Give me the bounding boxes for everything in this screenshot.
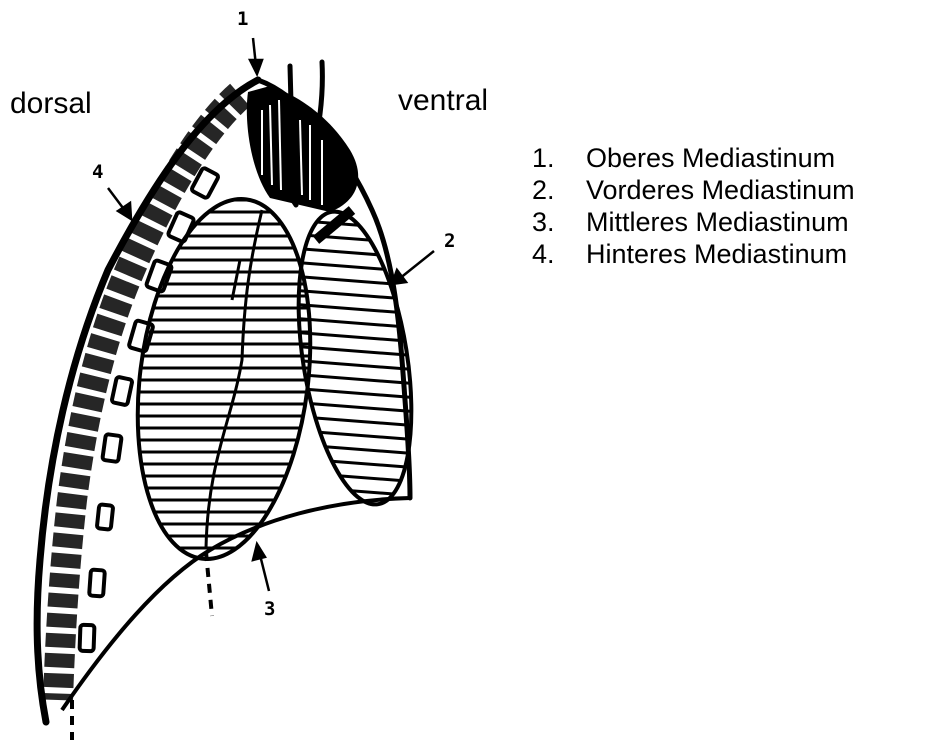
legend-list: 1.Oberes Mediastinum 2.Vorderes Mediasti… [532,142,855,270]
legend-label: Vorderes Mediastinum [586,175,855,205]
legend-item: 1.Oberes Mediastinum [532,142,855,174]
legend-item: 3.Mittleres Mediastinum [532,206,855,238]
legend-number: 1. [532,142,586,174]
dashed-line-center [206,552,212,616]
legend-item: 4.Hinteres Mediastinum [532,238,855,270]
anterior-mediastinum [280,204,429,513]
marker-4: 4 [92,163,103,182]
legend-label: Hinteres Mediastinum [586,239,847,269]
legend-number: 3. [532,206,586,238]
legend-item: 2.Vorderes Mediastinum [532,174,855,206]
marker-3: 3 [264,600,275,619]
ventral-label: ventral [398,86,488,116]
legend-number: 4. [532,238,586,270]
legend-number: 2. [532,174,586,206]
marker-2: 2 [444,232,455,251]
marker-1: 1 [237,10,248,29]
legend-label: Oberes Mediastinum [586,143,835,173]
legend-label: Mittleres Mediastinum [586,207,849,237]
dorsal-label: dorsal [10,89,92,119]
diaphragm [62,498,410,710]
